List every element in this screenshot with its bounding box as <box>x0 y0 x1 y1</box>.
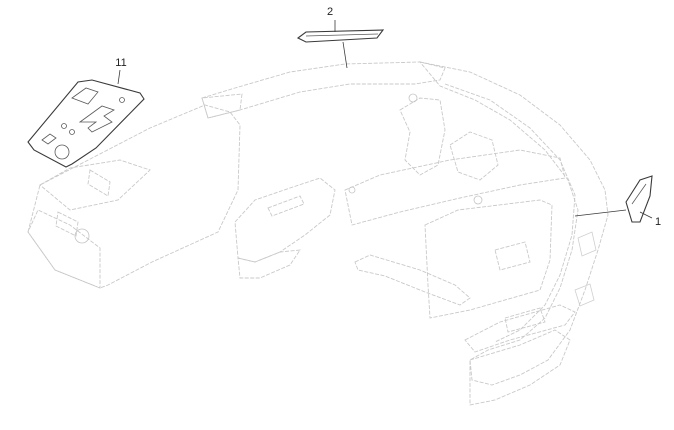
console-front-face <box>27 209 101 289</box>
top-crossbar <box>201 61 446 119</box>
part-2-strip[interactable] <box>296 29 385 43</box>
part-11-square <box>41 133 57 145</box>
frame-assembly <box>27 61 609 406</box>
console-slot <box>87 169 111 197</box>
console-slot-2 <box>55 211 79 237</box>
mid-bracket-2 <box>449 131 499 181</box>
right-hoop-inner <box>444 83 576 343</box>
part-2-shape <box>296 29 385 43</box>
left-side-plate-lower <box>237 249 301 279</box>
right-hoop-outer <box>418 61 609 386</box>
left-side-plate <box>234 177 336 263</box>
callout-label-11: 11 <box>115 57 126 69</box>
console-body <box>27 104 241 289</box>
leader-line-11 <box>117 69 121 85</box>
part-11-shape <box>27 79 145 168</box>
left-plate-slot <box>267 195 305 217</box>
callout-label-2: 2 <box>327 6 333 18</box>
callout-label-1: 1 <box>655 216 661 228</box>
console-top-plate <box>39 159 151 211</box>
inner-vertical-plate <box>424 199 553 319</box>
bottom-rail <box>354 254 471 306</box>
front-lower-plate <box>469 329 571 406</box>
mid-hole <box>408 93 418 103</box>
leader-line-2-ext <box>342 41 348 69</box>
part-11-knob <box>54 144 70 160</box>
front-bracket <box>577 231 597 257</box>
bottom-rail-2 <box>464 304 576 353</box>
part-2-edge <box>305 33 379 37</box>
leader-line-1-ext <box>574 209 627 217</box>
console-hole <box>74 228 90 244</box>
inner-plate-slot <box>494 241 531 271</box>
part-1-edge <box>631 183 647 205</box>
mid-bracket <box>399 97 446 176</box>
part-11-shift-gate <box>78 105 115 133</box>
mid-hole-3 <box>348 186 356 194</box>
top-crossbar-end <box>201 93 243 119</box>
inner-plate-slot-2 <box>504 307 546 333</box>
part-1-shape <box>625 175 653 223</box>
part-11-hole-1 <box>61 123 67 129</box>
part-11-hole-2 <box>69 129 75 135</box>
mid-cross-panel <box>344 149 566 226</box>
leader-line-1 <box>639 211 653 219</box>
part-11-cover-plate[interactable] <box>27 79 145 168</box>
front-bracket-2 <box>574 283 595 307</box>
part-11-hole-3 <box>119 97 125 103</box>
part-1-bracket[interactable] <box>625 175 653 223</box>
part-11-window <box>71 87 99 105</box>
mid-hole-2 <box>473 195 483 205</box>
